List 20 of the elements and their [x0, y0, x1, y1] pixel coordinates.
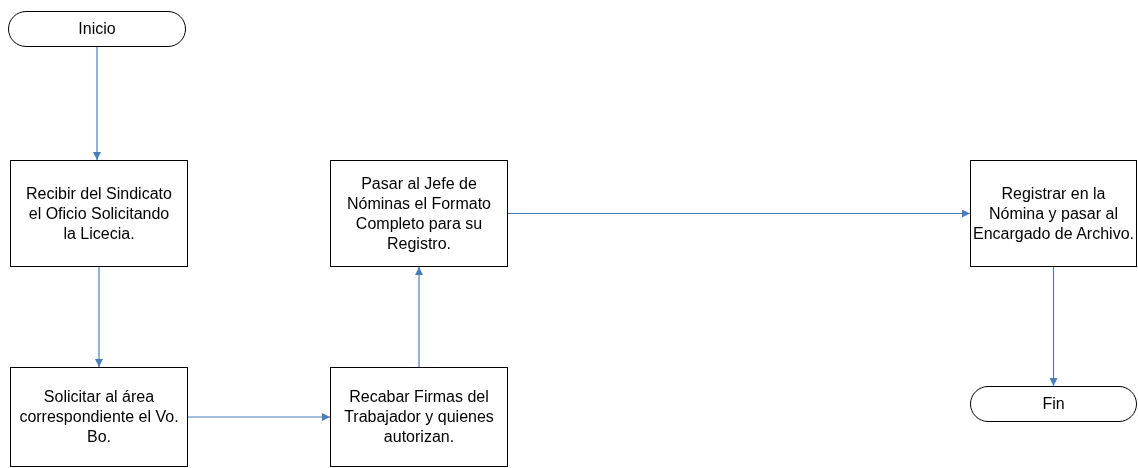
process-box: [10, 160, 188, 267]
process-box: [970, 160, 1137, 267]
process-box: [330, 367, 508, 467]
arrow: [1049, 266, 1058, 387]
arrow: [93, 46, 101, 161]
node-text: Fin: [1042, 394, 1065, 414]
arrow: [187, 413, 331, 421]
terminal-shape: [8, 11, 186, 47]
process-box: [10, 367, 188, 467]
node-text: Solicitar al área correspondiente el Vo. Bo.: [18, 387, 180, 447]
arrow: [415, 266, 423, 368]
process-box: [330, 160, 508, 267]
node-text: Inicio: [78, 19, 116, 39]
node-text: Recabar Firmas del Trabajador y quienes autorizan.: [343, 387, 495, 447]
node-text: Registrar en la Nómina y pasar al Encargado de Archivo.: [973, 183, 1134, 244]
node-text: Recibir del Sindicato el Oficio Solicitando la Licecia.: [25, 183, 173, 244]
node-text: Pasar al Jefe de Nóminas el Formato Completo para su Registro.: [345, 173, 492, 254]
arrow: [507, 209, 971, 218]
terminal-shape: [970, 386, 1137, 422]
arrow: [95, 266, 103, 368]
